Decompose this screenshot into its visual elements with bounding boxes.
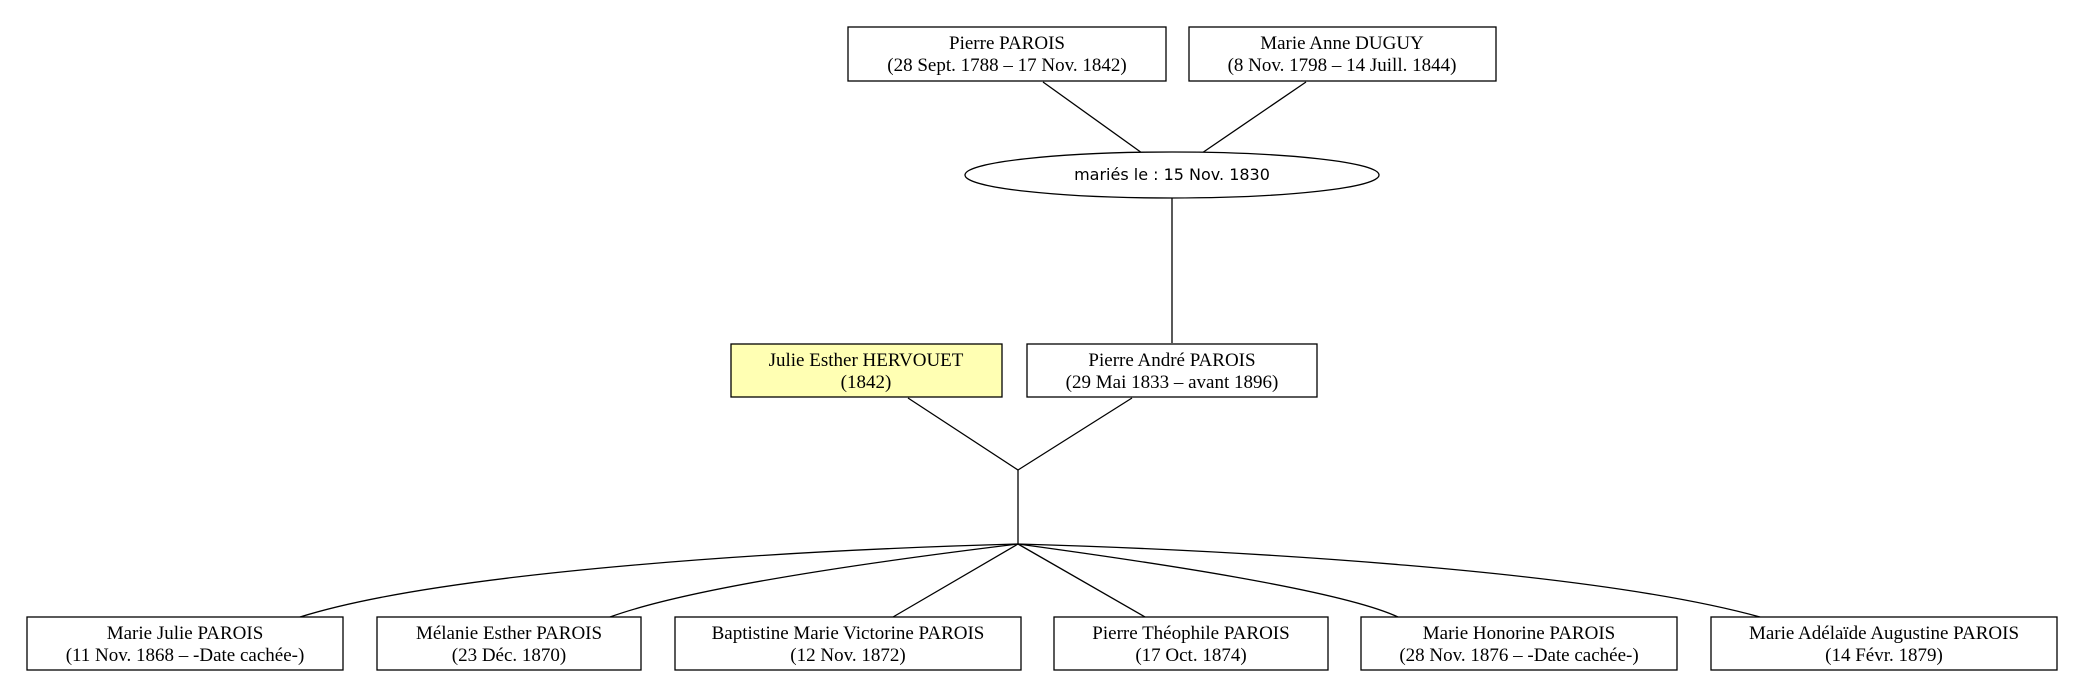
- person-dates: (23 Déc. 1870): [452, 645, 567, 666]
- person-box-marie-honorine-parois[interactable]: Marie Honorine PAROIS (28 Nov. 1876 – -D…: [1360, 616, 1678, 671]
- person-dates: (14 Févr. 1879): [1825, 645, 1943, 666]
- edge-to-marie-honorine: [1017, 543, 1399, 618]
- person-dates: (11 Nov. 1868 – -Date cachée-): [66, 645, 305, 666]
- person-box-marie-anne-duguy[interactable]: Marie Anne DUGUY (8 Nov. 1798 – 14 Juill…: [1188, 26, 1497, 82]
- edge-to-marie-adelaide: [1017, 543, 1761, 618]
- person-name: Marie Adélaïde Augustine PAROIS: [1749, 623, 2019, 644]
- person-dates: (28 Sept. 1788 – 17 Nov. 1842): [887, 55, 1126, 76]
- person-name: Baptistine Marie Victorine PAROIS: [712, 623, 985, 644]
- marriage-ellipse: [964, 151, 1380, 199]
- person-box-pierre-theophile-parois[interactable]: Pierre Théophile PAROIS (17 Oct. 1874): [1053, 616, 1329, 671]
- person-name: Marie Julie PAROIS: [107, 623, 264, 644]
- person-name: Mélanie Esther PAROIS: [416, 623, 602, 644]
- person-box-pierre-andre-parois[interactable]: Pierre André PAROIS (29 Mai 1833 – avant…: [1026, 343, 1318, 398]
- person-name: Pierre André PAROIS: [1088, 350, 1255, 371]
- person-box-melanie-esther-parois[interactable]: Mélanie Esther PAROIS (23 Déc. 1870): [376, 616, 642, 671]
- person-dates: (29 Mai 1833 – avant 1896): [1066, 372, 1279, 393]
- person-dates: (28 Nov. 1876 – -Date cachée-): [1399, 645, 1638, 666]
- person-dates: (17 Oct. 1874): [1135, 645, 1246, 666]
- person-dates: (12 Nov. 1872): [790, 645, 905, 666]
- person-box-marie-julie-parois[interactable]: Marie Julie PAROIS (11 Nov. 1868 – -Date…: [26, 616, 344, 671]
- person-box-marie-adelaide-augustine-parois[interactable]: Marie Adélaïde Augustine PAROIS (14 Févr…: [1710, 616, 2058, 671]
- tree-edges: [299, 81, 1761, 618]
- person-name: Pierre PAROIS: [949, 33, 1065, 54]
- person-name: Marie Honorine PAROIS: [1423, 623, 1615, 644]
- edge-to-melanie-esther: [609, 543, 1019, 618]
- person-box-baptistine-marie-victorine-parois[interactable]: Baptistine Marie Victorine PAROIS (12 No…: [674, 616, 1022, 671]
- marriage-node: mariés le : 15 Nov. 1830: [964, 151, 1380, 199]
- person-dates: (8 Nov. 1798 – 14 Juill. 1844): [1228, 55, 1457, 76]
- person-dates: (1842): [841, 372, 892, 393]
- person-name: Julie Esther HERVOUET: [769, 350, 964, 371]
- person-box-pierre-parois[interactable]: Pierre PAROIS (28 Sept. 1788 – 17 Nov. 1…: [847, 26, 1167, 82]
- person-name: Marie Anne DUGUY: [1260, 33, 1424, 54]
- edge-to-marie-julie: [299, 543, 1019, 618]
- edge-to-baptistine: [892, 543, 1019, 618]
- person-box-julie-esther-hervouet[interactable]: Julie Esther HERVOUET (1842): [730, 343, 1003, 398]
- person-name: Pierre Théophile PAROIS: [1092, 623, 1289, 644]
- edge-julie-to-union: [907, 397, 1019, 471]
- marriage-label: mariés le : 15 Nov. 1830: [1074, 165, 1270, 184]
- edge-to-pierre-theophile: [1017, 543, 1146, 618]
- edge-pierre-andre-to-union: [1017, 397, 1133, 471]
- edge-pierre-to-marriage: [1042, 81, 1143, 154]
- edge-marie-anne-to-marriage: [1201, 81, 1307, 154]
